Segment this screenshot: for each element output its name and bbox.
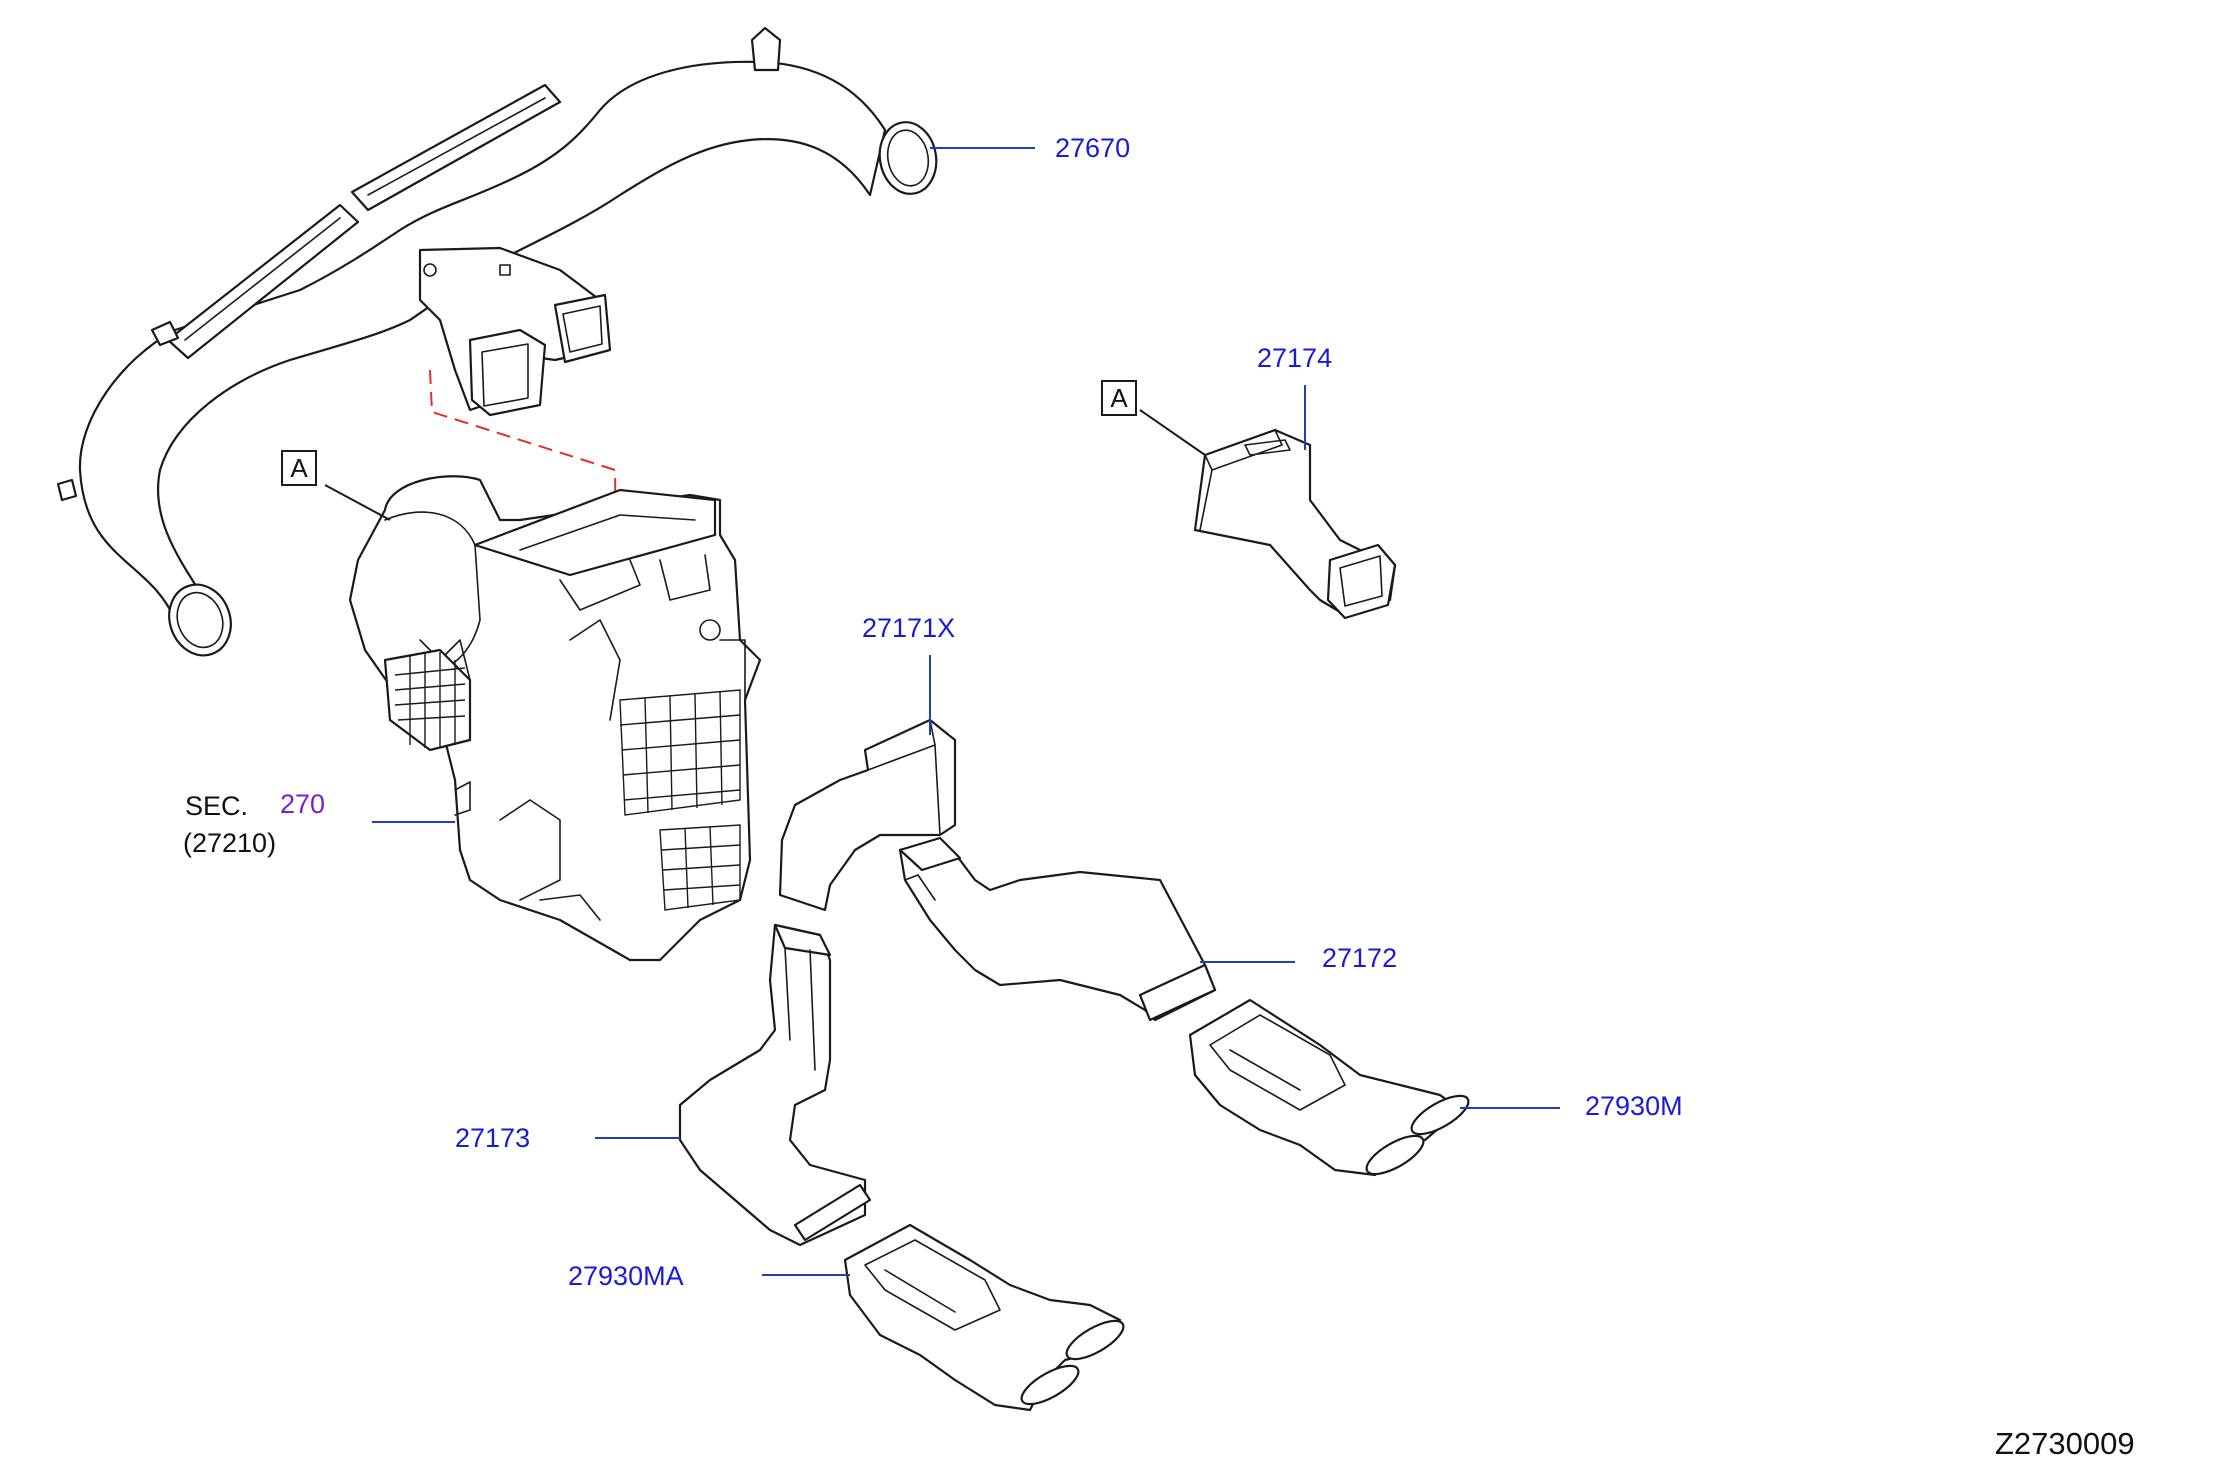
- part-number-27172[interactable]: 27172: [1322, 943, 1398, 973]
- duct-27174: [1193, 428, 1397, 620]
- view-marker-a-left: A: [281, 450, 317, 486]
- leader-marker-a-left: [324, 484, 391, 521]
- duct-27173: [678, 923, 872, 1247]
- section-prefix: SEC.: [185, 791, 249, 821]
- section-number-link[interactable]: 270: [280, 789, 326, 819]
- part-number-27174[interactable]: 27174: [1257, 343, 1333, 373]
- leader-marker-a-right: [1139, 409, 1206, 456]
- part-number-27930ma[interactable]: 27930MA: [568, 1261, 684, 1291]
- duct-27930ma: [843, 1223, 1125, 1412]
- drawing-number: Z2730009: [1995, 1426, 2135, 1461]
- view-marker-a-right: A: [1101, 380, 1137, 416]
- part-number-27670[interactable]: 27670: [1055, 133, 1131, 163]
- part-number-27171x[interactable]: 27171X: [862, 613, 956, 643]
- duct-27172: [898, 836, 1217, 1022]
- section-part-number: (27210): [183, 828, 277, 858]
- part-number-27173[interactable]: 27173: [455, 1123, 531, 1153]
- duct-27930m: [1188, 998, 1470, 1177]
- hvac-unit-27210: [348, 475, 762, 962]
- part-number-27930m[interactable]: 27930M: [1585, 1091, 1683, 1121]
- dash-vent-duct-27670: [56, 26, 938, 657]
- duct-27171x: [778, 718, 957, 912]
